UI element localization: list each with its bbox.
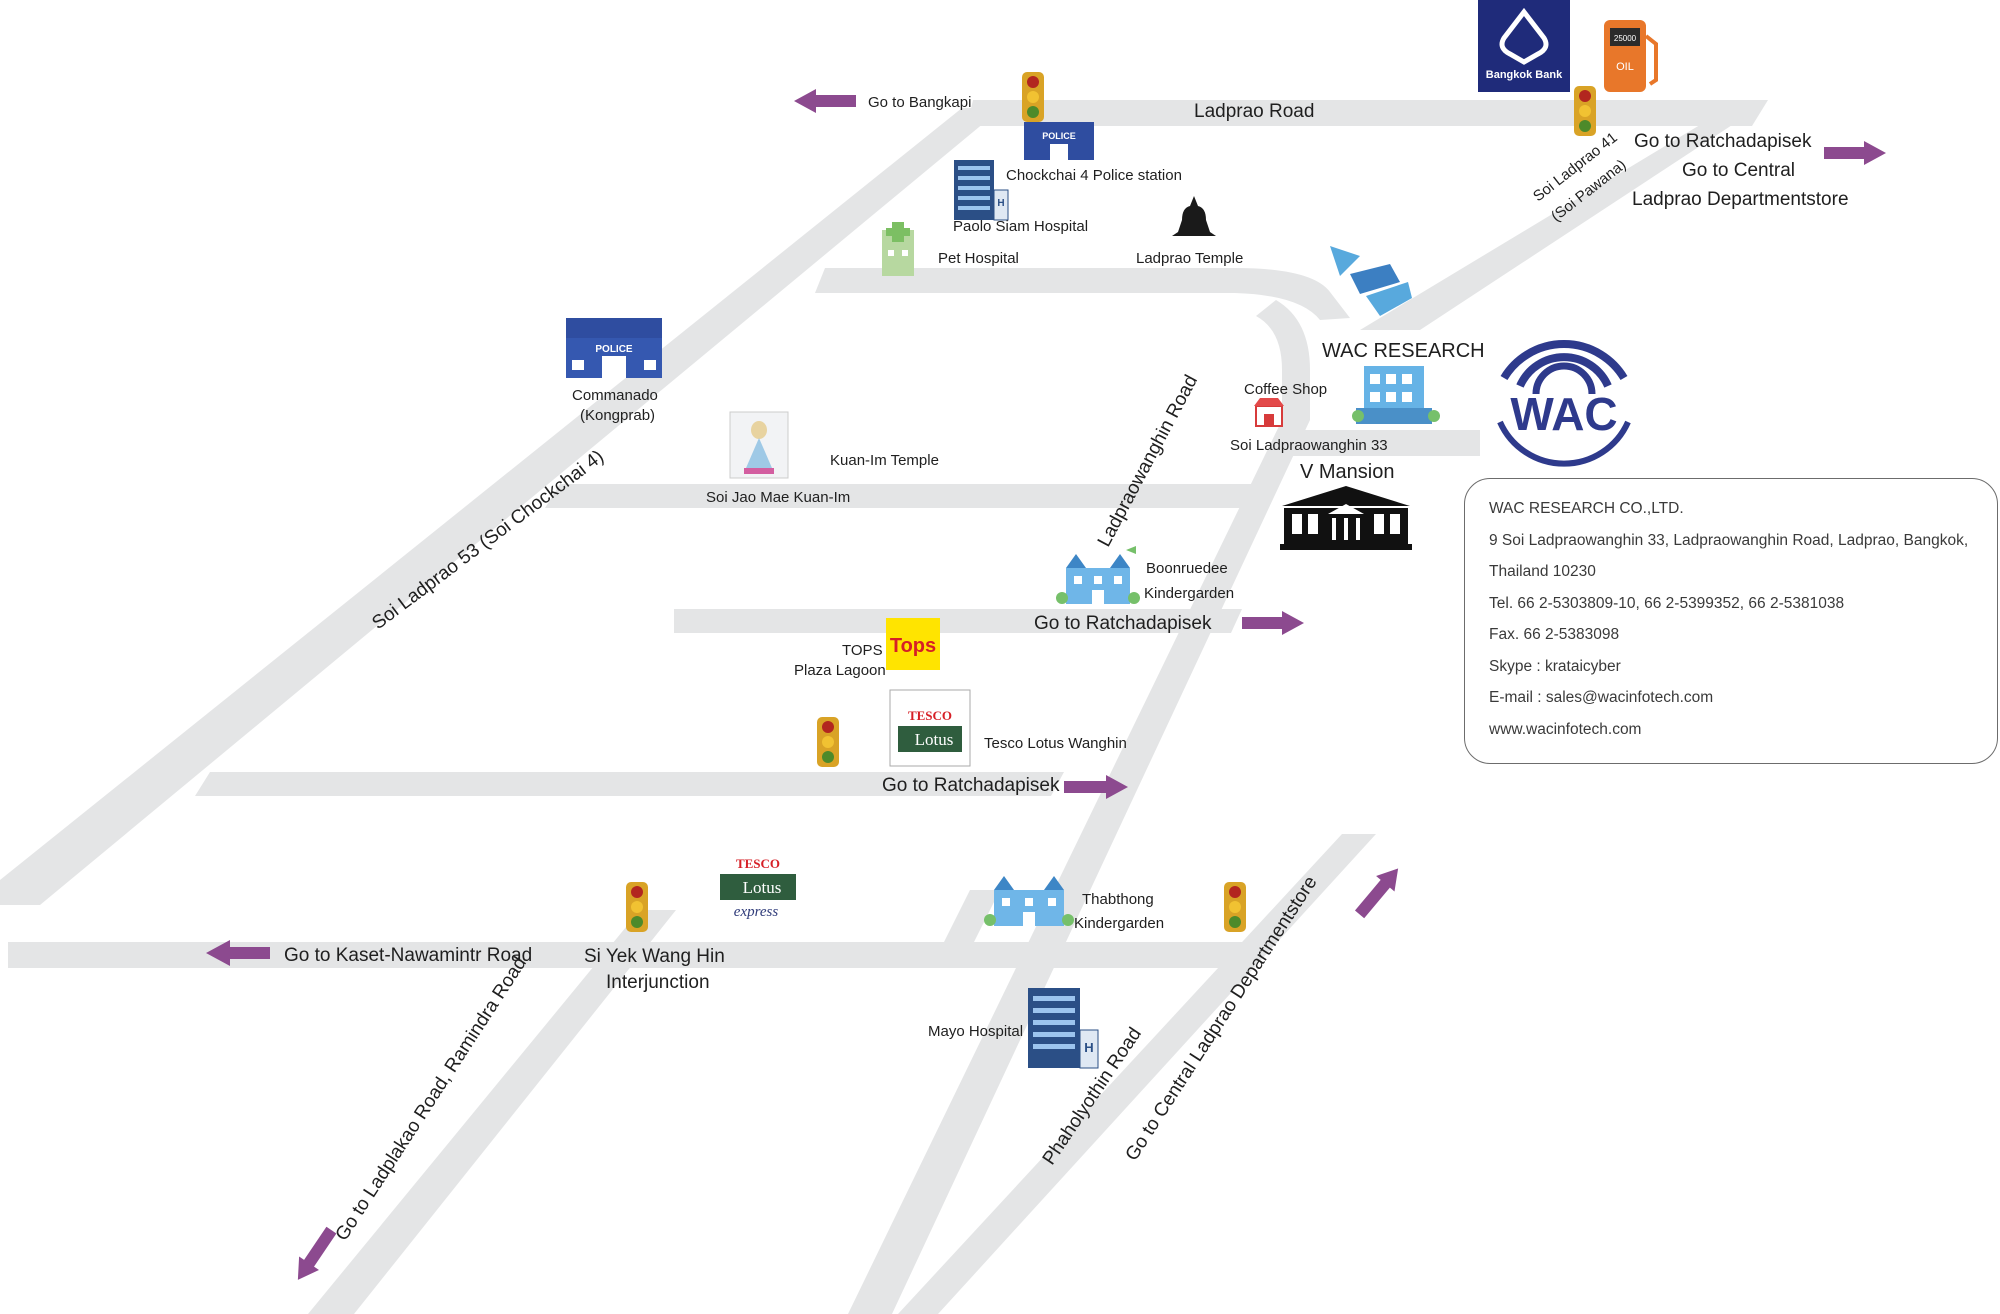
arrow-right-ratchadapisek-top — [1824, 141, 1886, 165]
label-go-ratchadapisek-low: Go to Ratchadapisek — [882, 775, 1060, 796]
lotus-word: Lotus — [915, 730, 954, 749]
label-ladprao-road: Ladprao Road — [1194, 101, 1314, 122]
gas-pump-icon: 25000 OIL — [1604, 20, 1658, 92]
arrow-left-kaset — [206, 940, 270, 966]
road-thabthong — [940, 890, 1000, 950]
oil-price: 25000 — [1614, 34, 1637, 43]
arrow-up-central-bottom — [1354, 868, 1399, 919]
label-go-kaset: Go to Kaset-Nawamintr Road — [284, 945, 532, 966]
contact-fax: Fax. 66 2-5383098 — [1489, 626, 1620, 643]
flyover-icon — [1330, 246, 1412, 316]
contact-card: WAC RESEARCH CO.,LTD. 9 Soi Ladpraowangh… — [1464, 478, 1998, 764]
wac-logo: WAC — [1497, 340, 1631, 467]
road-network — [0, 100, 1768, 1314]
oil-label: OIL — [1616, 61, 1634, 73]
arrow-right-ratchadapisek-mid — [1242, 611, 1304, 635]
road-soi-ladprao-41 — [1360, 108, 1758, 330]
label-siyek-2: Interjunction — [606, 972, 710, 993]
label-coffee-shop: Coffee Shop — [1244, 381, 1327, 398]
label-thabthong-1: Thabthong — [1082, 891, 1154, 908]
road-ladplakao — [308, 910, 676, 1314]
label-go-ratchadapisek-top: Go to Ratchadapisek — [1634, 131, 1812, 152]
label-police-station: Chockchai 4 Police station — [1006, 167, 1182, 184]
contact-address-1: 9 Soi Ladpraowanghin 33, Ladpraowanghin … — [1489, 531, 1969, 549]
police-commando-icon: POLICE — [566, 318, 662, 378]
label-pet-hospital: Pet Hospital — [938, 250, 1019, 267]
hospital-building-icon: H — [954, 160, 1009, 221]
hospital-building-icon: H — [1028, 988, 1099, 1069]
contact-address-2: Thailand 10230 — [1489, 563, 1596, 580]
label-go-central-top: Go to Central — [1682, 160, 1795, 181]
traffic-light-icon — [1224, 882, 1246, 932]
wac-logo-text: WAC — [1510, 388, 1617, 440]
contact-website[interactable]: www.wacinfotech.com — [1489, 720, 1642, 738]
label-ladpraowanghin-road: Ladpraowanghin Road — [1094, 372, 1202, 551]
road-ratchadapisek-low — [195, 772, 1064, 796]
tesco-lotus-logo: TESCO Lotus — [889, 689, 971, 767]
wac-building-icon — [1352, 366, 1440, 424]
coffee-shop-icon — [1254, 398, 1284, 427]
label-soi-ladpraowanghin-33: Soi Ladpraowanghin 33 — [1230, 437, 1388, 454]
lotus-word: Lotus — [743, 878, 782, 897]
bangkok-bank-logo: Bangkok Bank — [1478, 0, 1570, 92]
tesco-word: TESCO — [908, 708, 952, 723]
pet-hospital-icon — [882, 222, 914, 276]
road-ladprao-temple — [815, 268, 1350, 320]
road-ladprao — [967, 100, 1768, 126]
label-thabthong-2: Kindergarden — [1074, 915, 1164, 932]
road-soi-ladpraowanghin-33 — [1282, 430, 1480, 456]
contact-email[interactable]: E-mail : sales@wacinfotech.com — [1489, 689, 1714, 706]
label-commando-1: Commanado — [572, 387, 658, 404]
contact-tel: Tel. 66 2-5303809-10, 66 2-5399352, 66 2… — [1489, 594, 1845, 612]
arrow-left-bangkapi — [794, 89, 856, 113]
label-soi-ladprao-53: Soi Ladprao 53 (Soi Chockchai 4) — [368, 446, 608, 634]
arrow-down-ladplakao — [297, 1226, 337, 1280]
hospital-h: H — [1084, 1040, 1093, 1055]
label-tops-1: TOPS — [842, 642, 883, 659]
road-phaholyothin — [898, 834, 1376, 1314]
buddha-temple-icon — [1172, 196, 1216, 236]
label-v-mansion: V Mansion — [1300, 461, 1395, 483]
label-paolo-hospital: Paolo Siam Hospital — [953, 218, 1088, 235]
label-siyek-1: Si Yek Wang Hin — [584, 946, 725, 967]
traffic-light-icon — [626, 882, 648, 932]
label-boonruedee-1: Boonruedee — [1146, 560, 1228, 577]
label-soi-jao-mae: Soi Jao Mae Kuan-Im — [706, 489, 850, 506]
kuanim-statue-icon — [729, 411, 789, 479]
kindergarden-icon — [984, 876, 1074, 926]
mansion-icon — [1280, 486, 1412, 550]
police-sign: POLICE — [595, 344, 633, 355]
label-wac-research: WAC RESEARCH — [1322, 340, 1485, 362]
label-kuanim-temple: Kuan-Im Temple — [830, 452, 939, 469]
label-go-ratchadapisek-mid: Go to Ratchadapisek — [1034, 613, 1212, 634]
traffic-light-icon — [1574, 86, 1596, 136]
police-sign: POLICE — [1042, 131, 1076, 141]
label-commando-2: (Kongprab) — [580, 407, 655, 424]
label-mayo-hospital: Mayo Hospital — [928, 1023, 1023, 1040]
label-central-top-dept: Ladprao Departmentstore — [1632, 189, 1849, 210]
kindergarden-icon — [1056, 546, 1140, 604]
express-word: express — [734, 904, 779, 920]
road-tops — [674, 609, 1242, 633]
label-tops-2: Plaza Lagoon — [794, 662, 886, 679]
hospital-h: H — [997, 198, 1004, 209]
label-boonruedee-2: Kindergarden — [1144, 585, 1234, 602]
contact-skype: Skype : krataicyber — [1489, 657, 1621, 675]
arrow-right-ratchadapisek-low — [1064, 775, 1128, 799]
tesco-word: TESCO — [736, 856, 780, 871]
tops-logo-text: Tops — [890, 635, 936, 657]
police-station-icon: POLICE — [1024, 122, 1094, 160]
tops-logo: Tops — [886, 618, 940, 670]
traffic-light-icon — [817, 717, 839, 767]
tesco-lotus-express-logo: TESCO Lotus express — [720, 856, 796, 920]
road-soi-jao-mae — [545, 484, 1264, 508]
contact-company: WAC RESEARCH CO.,LTD. — [1489, 500, 1684, 517]
label-ladprao-temple: Ladprao Temple — [1136, 250, 1243, 267]
label-go-bangkapi: Go to Bangkapi — [868, 94, 971, 111]
road-soi-ladprao-53 — [0, 108, 1002, 905]
bank-name: Bangkok Bank — [1486, 69, 1563, 81]
traffic-light-icon — [1022, 72, 1044, 122]
label-tesco-wanghin: Tesco Lotus Wanghin — [984, 735, 1127, 752]
